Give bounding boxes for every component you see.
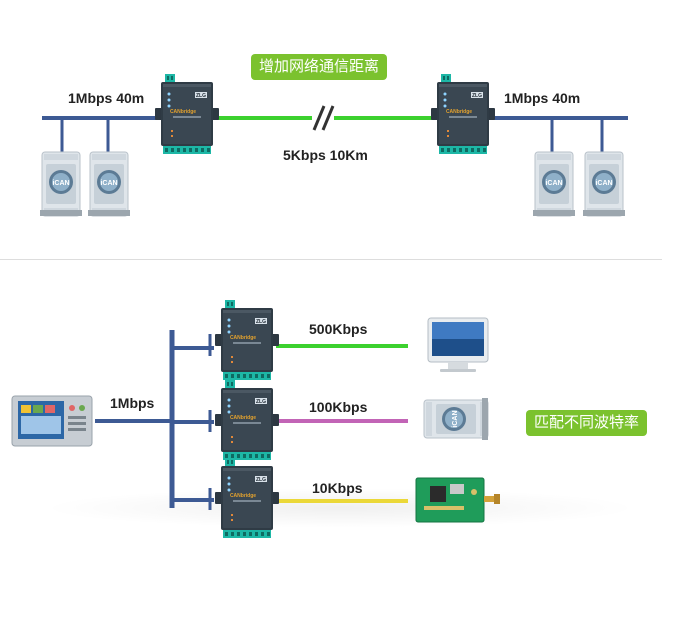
branch-label-10k: 10Kbps: [312, 480, 363, 496]
top-left-speed-label: 1Mbps 40m: [68, 90, 145, 106]
link-speed-label: 5Kbps 10Km: [283, 147, 368, 163]
distance-break-icon: [312, 105, 335, 131]
section-divider: [0, 259, 662, 260]
ican-module-4: [582, 151, 626, 217]
ican-module-1: [39, 151, 83, 217]
hmi-panel: [11, 395, 93, 447]
gateway-10k: [215, 458, 279, 538]
ican-module-3: [532, 151, 576, 217]
ican-module-100k: [423, 397, 489, 441]
branch-label-500k: 500Kbps: [309, 321, 368, 337]
gateway-100k: [215, 380, 279, 460]
desktop-monitor: [427, 317, 489, 372]
gateway-top-left: [155, 74, 219, 154]
top-badge: 增加网络通信距离: [251, 54, 388, 80]
gateway-top-right: [431, 74, 495, 154]
floor-shadow: [40, 488, 640, 528]
branch-label-100k: 100Kbps: [309, 399, 368, 415]
gateway-500k: [215, 300, 279, 380]
top-right-speed-label: 1Mbps 40m: [504, 90, 581, 106]
bottom-badge: 匹配不同波特率: [526, 410, 648, 436]
bus-speed-label: 1Mbps: [110, 395, 155, 411]
ican-module-2: [87, 151, 131, 217]
wireless-board: [415, 477, 500, 523]
